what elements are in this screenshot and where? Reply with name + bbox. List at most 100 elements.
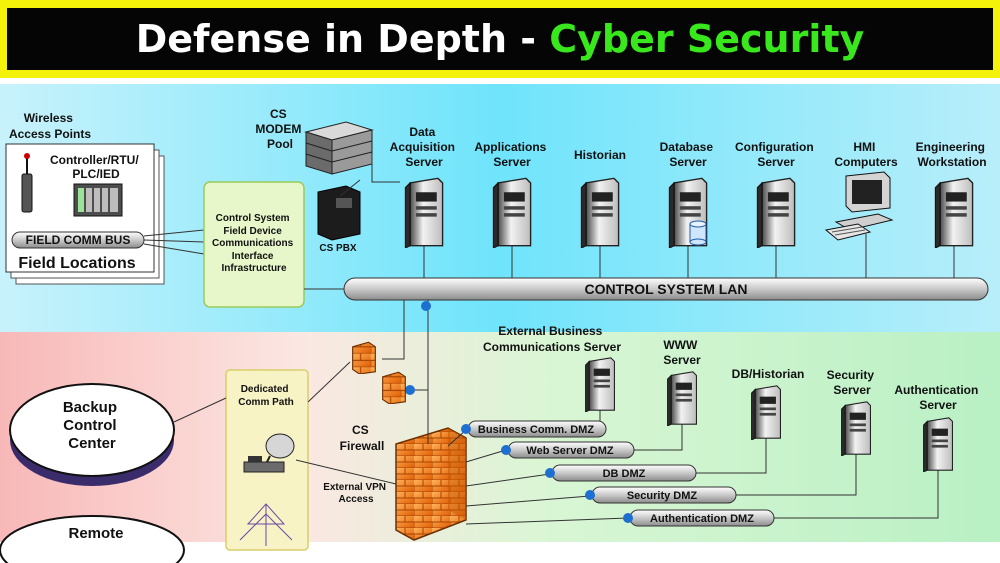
backup-line-2: Control (63, 417, 116, 434)
remote-label: Remote (68, 525, 123, 542)
interface-line-4: Interface (232, 251, 274, 262)
small-firewall-icon-2 (382, 371, 406, 404)
external-business-comm-server-label: External Business Communications Server (483, 324, 621, 354)
www-line-2: Server (663, 353, 701, 367)
www-server-label: WWW Server (663, 338, 701, 367)
configuration-server-label: Configuration Server (735, 140, 817, 169)
db-line-2: Server (669, 155, 707, 169)
daq-line-1: Data (409, 125, 435, 139)
app-line-1: Applications (474, 140, 546, 154)
network-tower-icon (239, 503, 293, 546)
satellite-dish-icon (243, 433, 295, 473)
interface-line-2: Field Device (223, 226, 282, 237)
rtu-rack-icon (73, 183, 123, 217)
modem-to-acquisition-line (339, 154, 400, 197)
daq-line-3: Server (405, 155, 443, 169)
cfg-line-1: Configuration (735, 140, 814, 154)
cs-firewall-label: CS Firewall (340, 423, 385, 453)
comm-path-to-firewall-line (307, 361, 351, 403)
ebc-line-2: Communications Server (483, 340, 621, 354)
sec-line-1: Security (827, 368, 875, 382)
cfg-line-2: Server (757, 155, 795, 169)
engineering-workstation-icon (934, 177, 974, 248)
firewall-line-2: Firewall (340, 439, 385, 453)
dedicated-comm-path-label: Dedicated Comm Path (238, 384, 294, 408)
engineering-workstation-label: Engineering Workstation (916, 140, 989, 169)
vpn-to-firewall-line (295, 459, 397, 485)
app-line-2: Server (493, 155, 531, 169)
eng-line-2: Workstation (917, 155, 986, 169)
firewall-line-1: CS (352, 423, 369, 437)
hmi-computers-label: HMI Computers (834, 140, 898, 169)
small-firewall-icon-1 (352, 341, 376, 374)
interface-line-1: Control System (216, 213, 290, 224)
vpn-line-2: Access (338, 494, 373, 505)
controller-label: Controller/RTU/ PLC/IED (50, 153, 142, 181)
interface-line-5: Infrastructure (221, 263, 286, 274)
control-system-lan-label: CONTROL SYSTEM LAN (584, 281, 747, 297)
dmz-zone-5-label: Authentication DMZ (650, 513, 754, 525)
backup-line-3: Center (68, 435, 116, 452)
dmz-zone-1-label: Business Comm. DMZ (478, 424, 594, 436)
dmz-zone-4-label: Security DMZ (627, 490, 698, 502)
hmi-computer-icon (824, 171, 894, 241)
dmz-server-lines (599, 406, 939, 519)
auth-line-1: Authentication (894, 383, 978, 397)
dmz-zone-2: Web Server DMZ (501, 441, 635, 459)
eng-line-1: Engineering (916, 140, 985, 154)
title-accent: Cyber Security (549, 17, 865, 61)
external-business-comm-server-icon (584, 357, 616, 412)
authentication-server-icon (922, 417, 954, 472)
db-historian-label: DB/Historian (732, 367, 805, 381)
modem-pool-line-1: CS (270, 107, 287, 121)
remote-node (0, 515, 185, 563)
modem-pool-icon (304, 121, 374, 175)
controller-line-1: Controller/RTU/ (50, 153, 139, 167)
www-server-icon (666, 371, 698, 426)
lan-node-dot (421, 301, 431, 311)
comm-path-line-2: Comm Path (238, 397, 294, 408)
field-locations-label: Field Locations (18, 255, 135, 272)
authentication-server-label: Authentication Server (894, 383, 981, 412)
wireless-line-1: Wireless (24, 111, 74, 125)
db-line-1: Database (660, 140, 714, 154)
antenna-icon (21, 153, 33, 213)
database-cylinder-icon (689, 220, 707, 246)
applications-server-label: Applications Server (474, 140, 549, 169)
ebc-line-1: External Business (498, 324, 602, 338)
external-vpn-label: External VPN Access (323, 482, 389, 505)
interface-infrastructure-label: Control System Field Device Communicatio… (212, 213, 296, 274)
comm-path-line-1: Dedicated (241, 384, 289, 395)
firewall-to-dmz-lines (427, 424, 629, 525)
configuration-server-icon (756, 177, 796, 248)
cs-firewall-icon (395, 427, 467, 541)
db-historian-server-icon (750, 385, 782, 440)
dmz-zone-3-label: DB DMZ (603, 468, 646, 480)
modem-pool-line-3: Pool (267, 137, 293, 151)
pbx-icon (317, 185, 361, 241)
sec-line-2: Server (833, 383, 871, 397)
backup-control-center-node (9, 383, 175, 477)
field-comm-bus-label: FIELD COMM BUS (26, 233, 131, 247)
title-main: Defense in Depth - (135, 17, 550, 61)
interface-line-3: Communications (212, 238, 294, 249)
hmi-line-2: Computers (834, 155, 898, 169)
network-diagram: FIELD COMM BUS Field Locations Wireless … (0, 84, 1000, 563)
data-acquisition-server-icon (404, 177, 444, 248)
dmz-zone-3: DB DMZ (545, 464, 697, 482)
backup-line-1: Backup (63, 399, 117, 416)
title-banner: Defense in Depth - Cyber Security (0, 0, 1000, 78)
dmz-zone-4: Security DMZ (585, 486, 737, 504)
backup-to-comm-path-line (173, 397, 227, 423)
modem-pool-label: CS MODEM Pool (255, 107, 304, 151)
dmz-zone-1: Business Comm. DMZ (461, 420, 607, 438)
applications-server-icon (492, 177, 532, 248)
interface-infrastructure-box (203, 181, 305, 308)
controller-line-2: PLC/IED (72, 167, 120, 181)
historian-label: Historian (574, 148, 626, 162)
database-server-label: Database Server (660, 140, 717, 169)
data-acquisition-server-label: Data Acquisition Server (390, 125, 459, 169)
pbx-label: CS PBX (319, 243, 357, 254)
dmz-zone-5: Authentication DMZ (623, 509, 775, 527)
security-server-label: Security Server (827, 368, 878, 397)
